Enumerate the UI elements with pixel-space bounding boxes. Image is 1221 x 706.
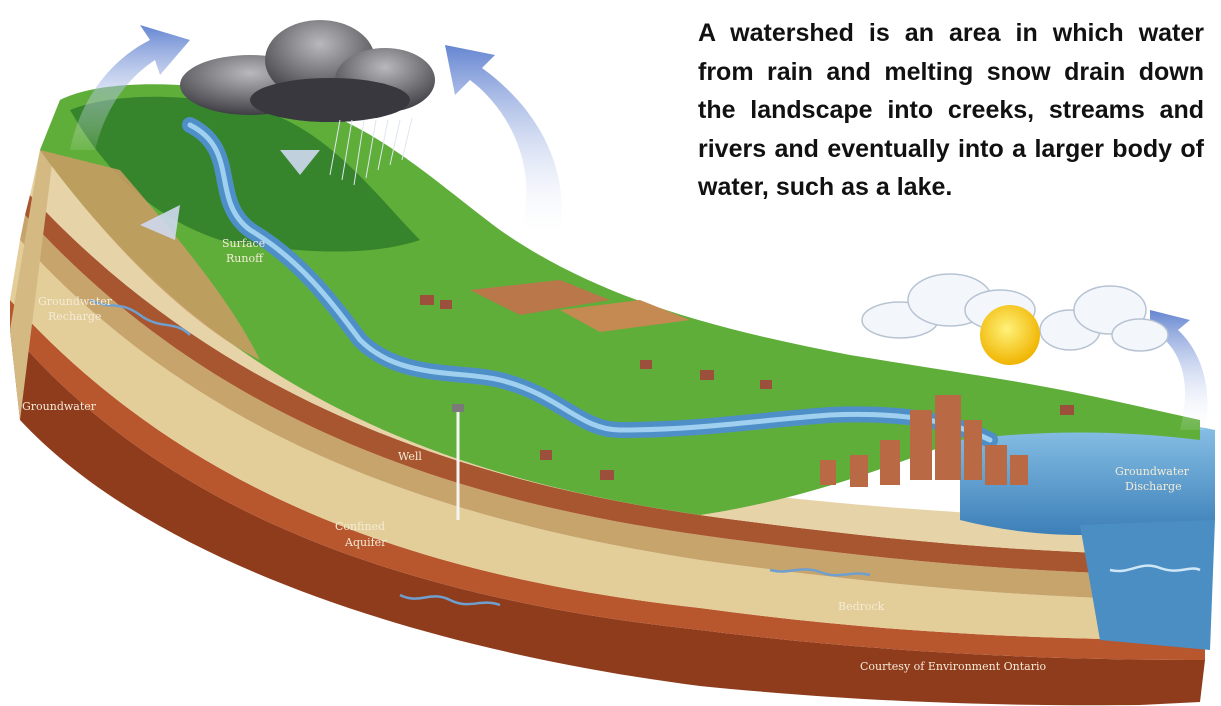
watershed-caption: A watershed is an area in which water fr… <box>698 19 1204 201</box>
bedrock-layer <box>10 330 1205 706</box>
label-groundwater-discharge-2: Discharge <box>1125 480 1182 493</box>
label-groundwater-recharge-1: Groundwater <box>38 295 113 308</box>
rain <box>329 117 413 186</box>
lake <box>960 418 1215 650</box>
diagram-labels: Surface Runoff Groundwater Recharge Grou… <box>22 237 1190 673</box>
arrow-middle-up <box>445 45 562 235</box>
storm-cloud <box>180 20 435 122</box>
label-groundwater: Groundwater <box>22 400 97 413</box>
river-highlight <box>187 122 993 443</box>
city-buildings <box>820 395 1028 487</box>
label-bedrock: Bedrock <box>838 600 885 613</box>
farm-field-2 <box>560 300 690 332</box>
well-head <box>452 404 464 412</box>
label-surface-runoff-1: Surface <box>222 237 265 250</box>
label-well: Well <box>398 450 422 463</box>
sun-icon <box>980 305 1040 365</box>
confined-aquifer-layer <box>20 215 1205 600</box>
landscape-surface <box>40 84 1200 516</box>
groundwater-flows <box>89 298 1201 607</box>
label-groundwater-discharge-1: Groundwater <box>1115 465 1190 478</box>
label-confined-aquifer-2: Aquifer <box>344 536 387 549</box>
forest-canopy <box>70 96 420 252</box>
farm-field <box>470 280 610 315</box>
label-confined-aquifer-1: Confined <box>335 520 385 533</box>
sand-layer <box>10 240 1205 640</box>
credit-text: Courtesy of Environment Ontario <box>860 660 1046 673</box>
arrow-left-up <box>70 25 190 150</box>
arrow-runoff-1 <box>140 205 180 240</box>
soil-left-face <box>10 100 60 420</box>
arrow-runoff-2 <box>280 150 320 175</box>
cliff-face <box>40 150 260 360</box>
town-houses <box>420 295 1074 480</box>
label-groundwater-recharge-2: Recharge <box>48 310 101 323</box>
lake-front-face <box>1080 520 1215 650</box>
white-clouds <box>861 273 1169 352</box>
label-surface-runoff-2: Runoff <box>226 252 264 265</box>
clay-band <box>25 195 1205 575</box>
lake-surface <box>960 418 1215 535</box>
